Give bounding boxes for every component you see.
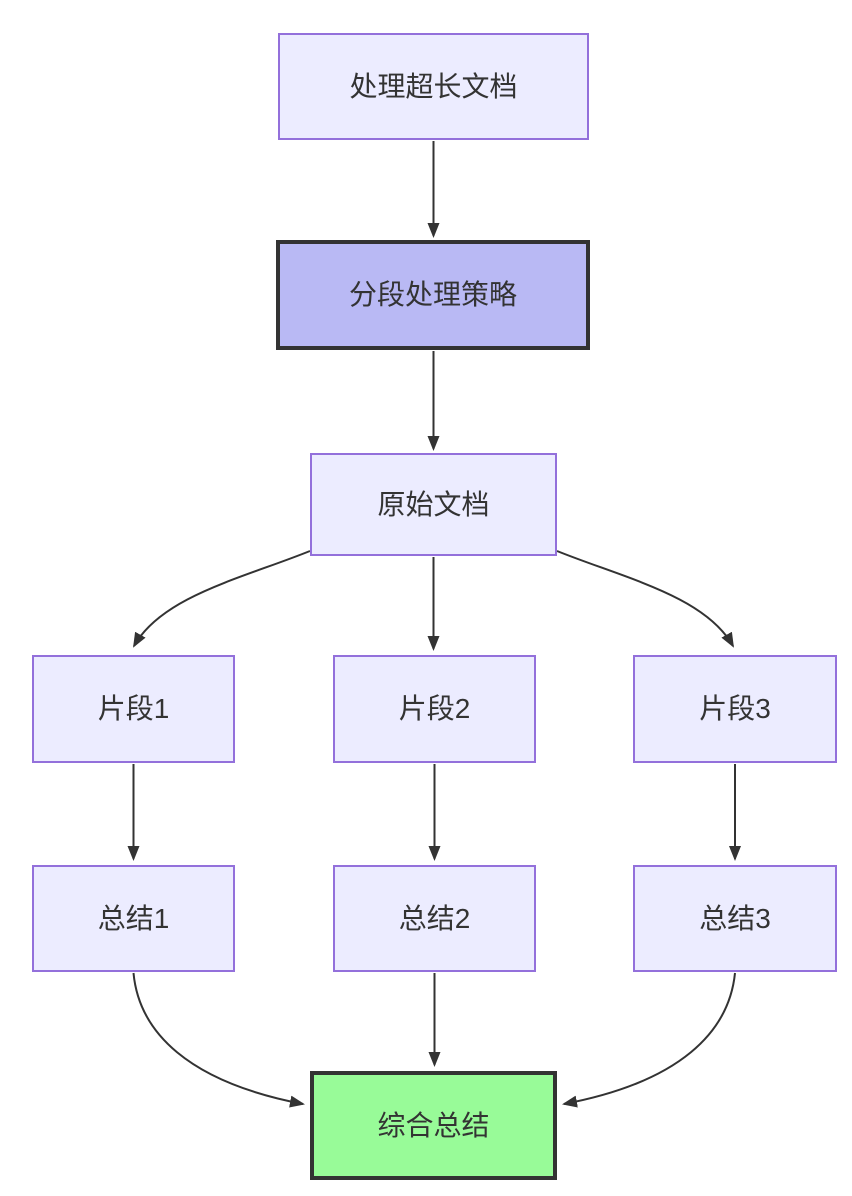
node-original-doc: 原始文档 (310, 453, 557, 556)
edge-C-D (133, 550, 311, 648)
node-summary-3: 总结3 (633, 865, 837, 972)
node-label: 综合总结 (377, 1109, 490, 1141)
node-label: 分段处理策略 (348, 279, 517, 311)
edge-I-J (562, 972, 736, 1108)
node-label: 片段3 (699, 693, 771, 725)
node-label: 总结1 (97, 902, 170, 934)
edge-C-F (556, 550, 734, 648)
node-process-long-doc: 处理超长文档 (278, 33, 589, 140)
node-fragment-1: 片段1 (32, 655, 235, 763)
edge-G-J (132, 972, 305, 1108)
node-label: 片段2 (398, 693, 471, 725)
node-summary-2: 总结2 (333, 865, 536, 972)
node-label: 片段1 (97, 693, 170, 725)
node-label: 总结3 (699, 902, 771, 934)
node-label: 总结2 (398, 902, 471, 934)
node-fragment-2: 片段2 (333, 655, 536, 763)
node-combined-summary: 综合总结 (310, 1071, 557, 1180)
node-label: 处理超长文档 (349, 70, 518, 102)
node-fragment-3: 片段3 (633, 655, 837, 763)
node-segment-strategy: 分段处理策略 (276, 240, 590, 350)
node-summary-1: 总结1 (32, 865, 235, 972)
node-label: 原始文档 (377, 488, 490, 520)
